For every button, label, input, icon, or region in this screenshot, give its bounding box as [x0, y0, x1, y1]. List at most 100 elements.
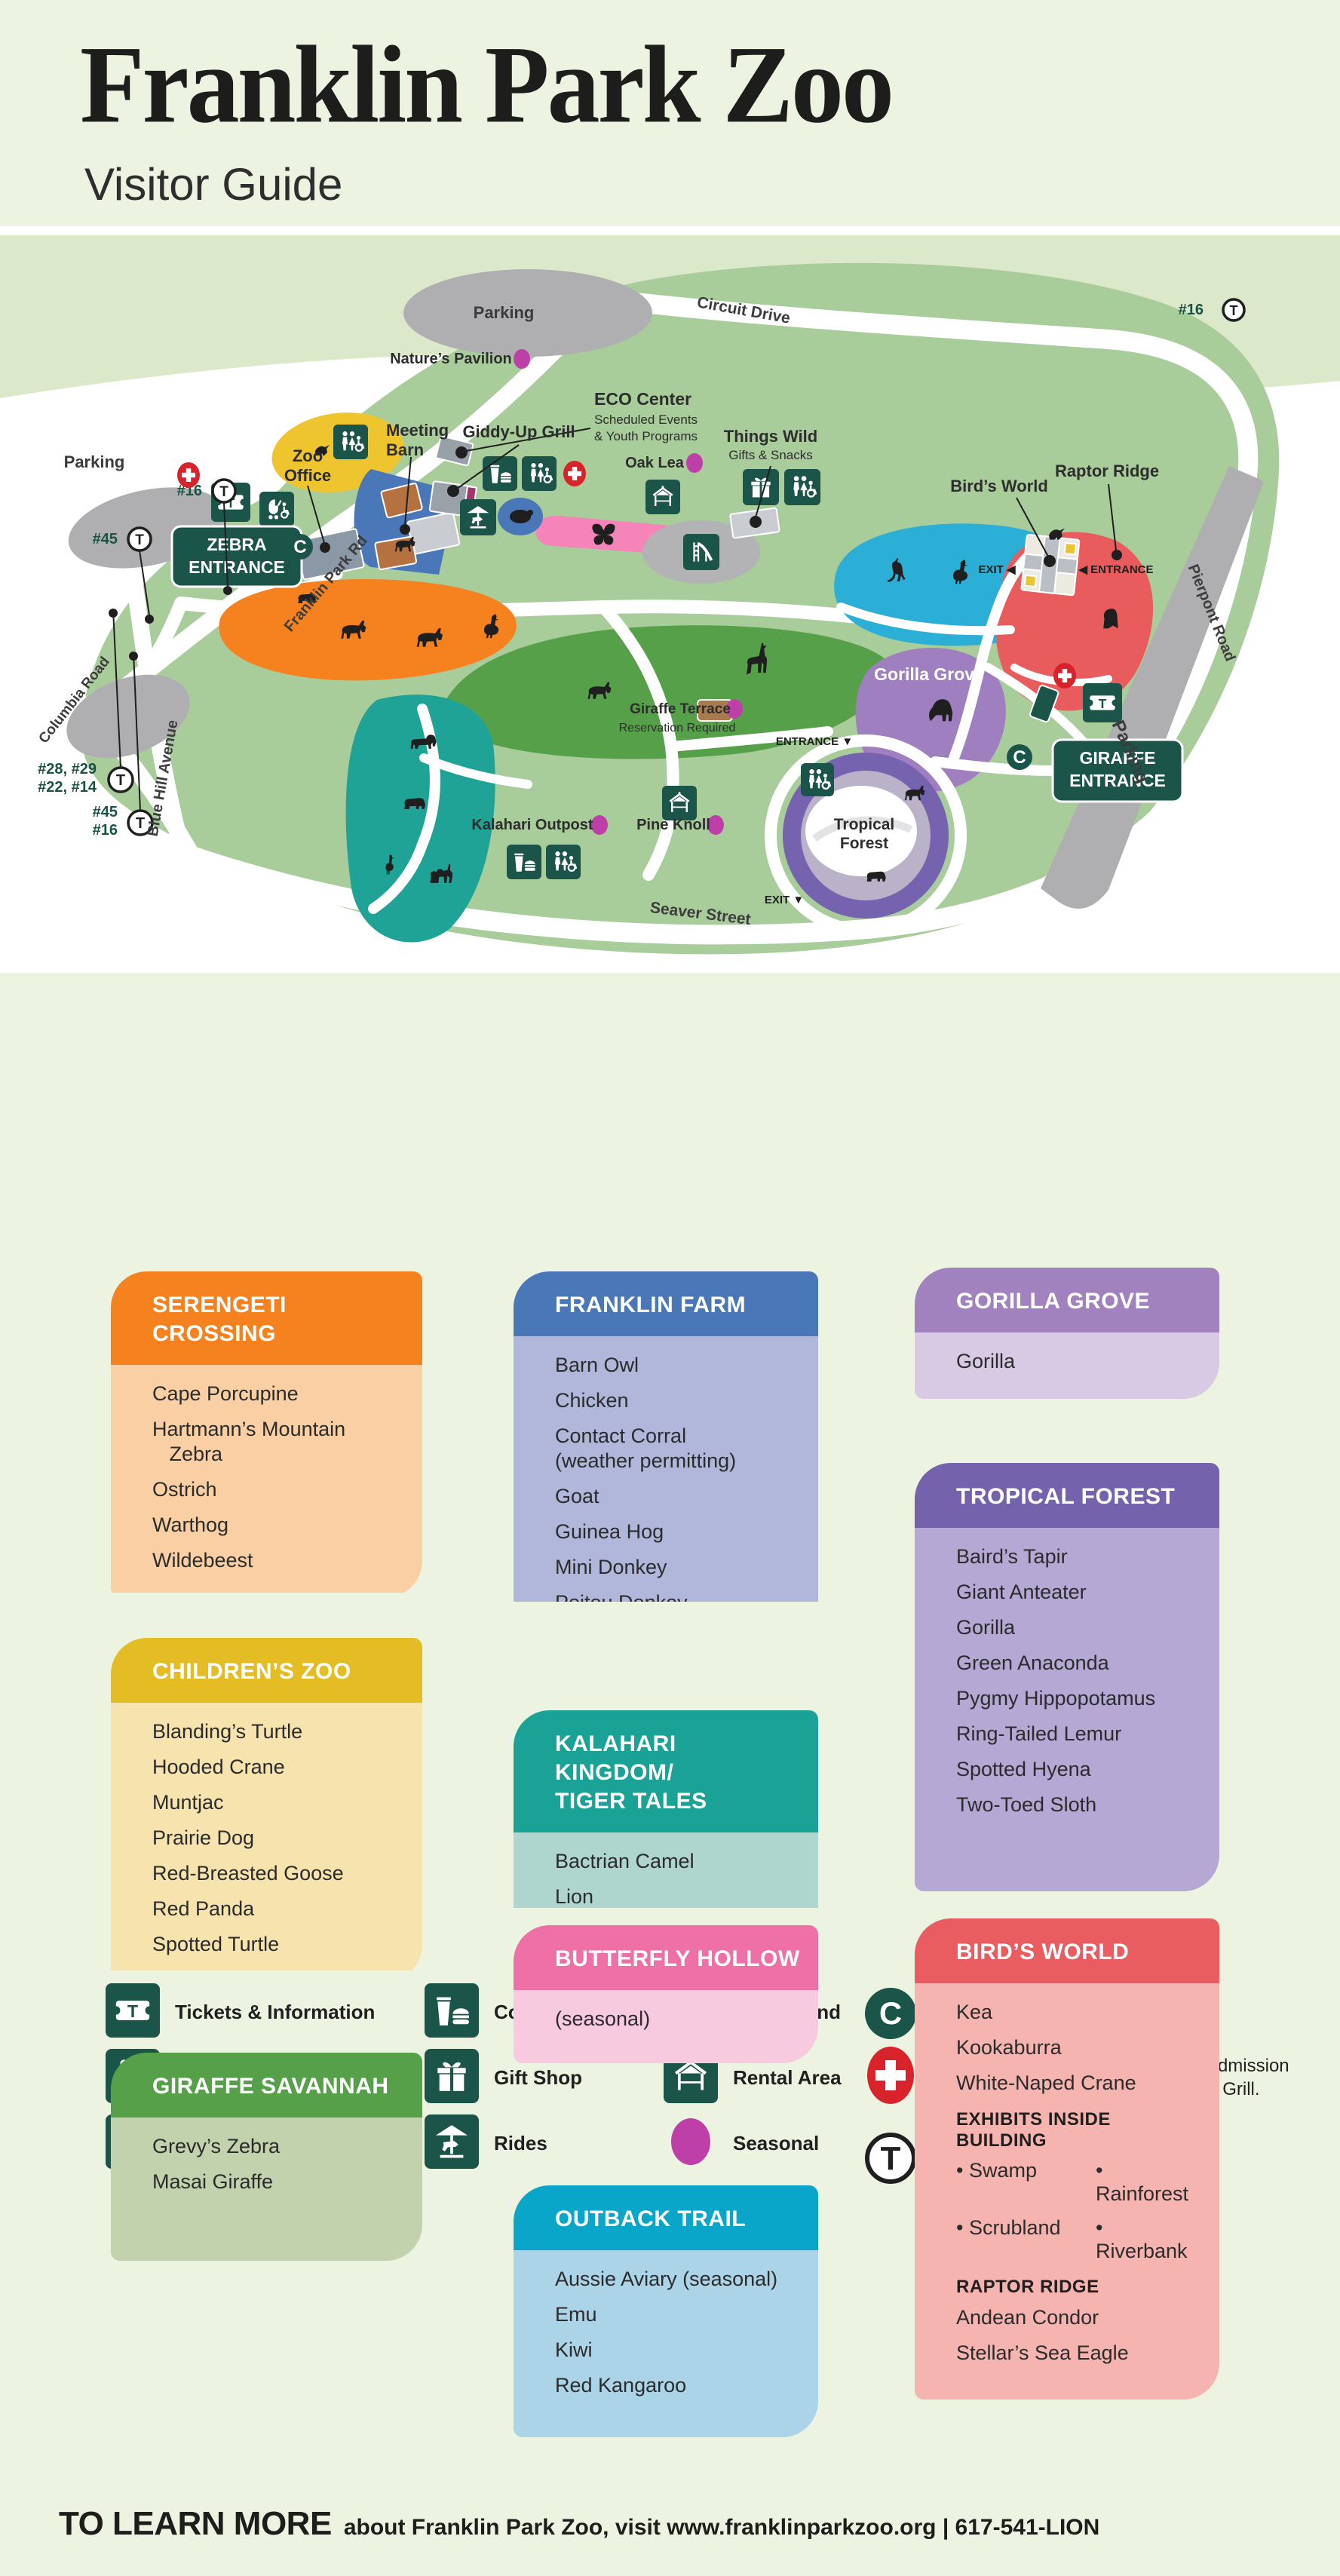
rental-icon-oak-lea	[645, 480, 680, 514]
svg-text:C: C	[1013, 747, 1026, 768]
leader-lines	[307, 428, 1122, 567]
restroom-icon-zoo-office	[333, 425, 368, 459]
exhibit-item: Stellar’s Sea Eagle	[956, 2341, 1129, 2364]
giddy-up-grill-label: Giddy-Up Grill	[462, 422, 575, 441]
exhibit-item: Red-Breasted Goose	[152, 1862, 344, 1884]
exhibit-item: Gorilla	[956, 1616, 1016, 1639]
legend-seasonal: Seasonal	[664, 2114, 929, 2173]
exhibit-item: Ring-Tailed Lemur	[956, 1722, 1122, 1745]
conservation-kiosk-giraffe: C	[1007, 744, 1032, 770]
card-butterfly-hollow-body: (seasonal)	[514, 1990, 818, 2063]
playground-icon-map	[683, 534, 719, 570]
ticket-icon	[106, 1983, 160, 2041]
legend-seasonal-label: Seasonal	[733, 2132, 820, 2154]
parking-lot-lower-left	[66, 674, 190, 759]
birds-entrance-label: ◀ ENTRANCE	[1078, 563, 1153, 576]
svg-text:#22, #14: #22, #14	[38, 779, 97, 796]
map-transit-stops: T#16T#16T#45T#28, #29#22, #14T#45#16	[38, 298, 1246, 839]
zone-giraffe-savannah	[439, 625, 891, 759]
concessions-icon-giddy-up	[483, 456, 517, 491]
gorilla-grove-map-label: Gorilla Grove	[874, 664, 984, 684]
card-kalahari-kingdom-tiger-tales-title: KALAHARI KINGDOM/ TIGER TALES	[514, 1710, 818, 1832]
subsection-heading: RAPTOR RIDGE	[956, 2277, 1099, 2297]
exhibit-item: Two-Toed Sloth	[956, 1793, 1097, 1816]
concessions-icon	[425, 1983, 479, 2041]
seasonal-icon	[664, 2114, 718, 2173]
svg-text:T: T	[135, 532, 144, 548]
exhibit-item: Wildebeest	[152, 1549, 253, 1572]
eco-center-label: ECO Center	[594, 389, 691, 409]
zone-kalahari-kingdom	[345, 695, 495, 943]
sheep-pen	[498, 498, 543, 535]
exhibit-item: Emu	[555, 2303, 597, 2326]
exhibit-item: Cape Porcupine	[152, 1382, 299, 1405]
card-tropical-forest-title: TROPICAL FOREST	[915, 1463, 1219, 1528]
exhibit-item: Warthog	[152, 1513, 229, 1536]
card-gorilla-grove-title: GORILLA GROVE	[915, 1268, 1219, 1332]
franklin-farm-barn-1	[380, 483, 423, 519]
exhibit-item: Kookaburra	[956, 2036, 1062, 2059]
transit-45-left: T#45	[93, 526, 154, 624]
svg-text:C: C	[293, 537, 306, 557]
rides-icon	[425, 2114, 479, 2173]
exhibit-item: Lion	[555, 1885, 594, 1908]
svg-text:ZEBRA: ZEBRA	[207, 535, 266, 554]
restroom-icon-tropical	[801, 763, 834, 796]
exhibit-item: Goat	[555, 1485, 599, 1507]
tropical-exit-label: EXIT ▼	[765, 894, 804, 906]
svg-text:C: C	[879, 1995, 902, 2031]
exhibit-item: Red Panda	[152, 1897, 255, 1920]
exhibit-item: Chicken	[555, 1389, 629, 1412]
svg-text:#16: #16	[177, 483, 202, 499]
exhibit-item: Mini Donkey	[555, 1556, 667, 1578]
giraffe-terrace-dot	[726, 699, 743, 719]
map-legend: Tickets & InformationRestroomsStroller &…	[0, 973, 1340, 2184]
exhibit-item: (seasonal)	[555, 2007, 651, 2030]
svg-text:#16: #16	[93, 822, 118, 839]
exhibit-item: White-Naped Crane	[956, 2072, 1136, 2094]
parking-left-label: Parking	[64, 452, 125, 471]
exhibit-zones	[219, 412, 1154, 943]
svg-text:ENTRANCE: ENTRANCE	[1069, 771, 1166, 790]
legend-tickets-label: Tickets & Information	[175, 2001, 376, 2023]
legend-rides: Rides	[425, 2114, 682, 2173]
bullet-item: • Riverbank	[1096, 2216, 1188, 2262]
legend-tickets: Tickets & Information	[106, 1983, 431, 2041]
exhibit-item: Bactrian Camel	[555, 1850, 695, 1872]
transit-28-29-22-14: T#28, #29#22, #14	[38, 609, 134, 796]
exhibit-item: Ostrich	[152, 1478, 217, 1501]
svg-text:#16: #16	[1179, 302, 1204, 318]
exhibit-item: Giant Anteater	[956, 1581, 1087, 1603]
page-title: Franklin Park Zoo	[80, 23, 894, 146]
kalahari-outpost-label: Kalahari Outpost	[471, 817, 593, 833]
natures-pavilion-label: Nature’s Pavilion	[390, 351, 512, 367]
map-facility-icons	[211, 425, 1122, 879]
exhibit-item: Contact Corral (weather permitting)	[555, 1424, 737, 1472]
restroom-icon-things-wild	[784, 469, 820, 505]
card-gorilla-grove: GORILLA GROVE Gorilla	[915, 1268, 1219, 1399]
tropical-entrance-label: ENTRANCE ▼	[776, 735, 853, 748]
transit-icon: T	[863, 2131, 918, 2189]
zone-serengeti-crossing	[219, 579, 517, 681]
exhibit-item: Muntjac	[152, 1791, 224, 1814]
exhibit-item: Barn Owl	[555, 1354, 639, 1376]
card-outback-trail-title: OUTBACK TRAIL	[514, 2185, 818, 2250]
zone-butterfly-hollow	[535, 516, 678, 554]
owl-silhouette	[1103, 609, 1118, 629]
stroller-icon-zebra-entrance	[259, 492, 294, 526]
svg-text:T: T	[881, 2140, 901, 2177]
exhibit-item: Gorilla	[956, 1350, 1016, 1372]
kiosk-icon: C	[863, 1986, 918, 2044]
svg-text:#28, #29: #28, #29	[38, 761, 97, 777]
